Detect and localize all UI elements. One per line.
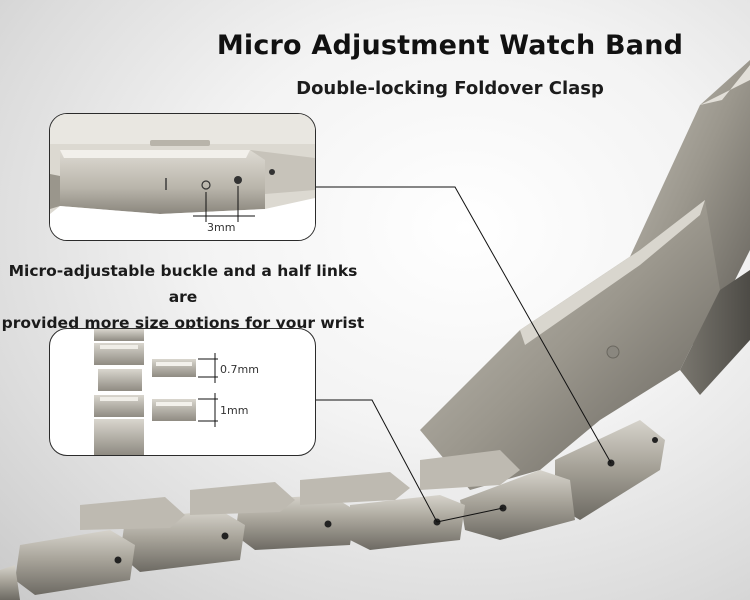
- clasp-detail-art: [50, 114, 315, 240]
- half-link-measure-top: 0.7mm: [220, 363, 259, 376]
- half-link-measure-bottom: 1mm: [220, 404, 249, 417]
- page-title: Micro Adjustment Watch Band: [216, 30, 684, 61]
- feature-caption: Micro-adjustable buckle and a half links…: [0, 258, 366, 336]
- caption-line-1: Micro-adjustable buckle and a half links…: [8, 262, 358, 306]
- clasp-detail-inset: 3mm: [49, 113, 316, 241]
- half-links-detail-inset: 0.7mm 1mm: [49, 328, 316, 456]
- page-subtitle: Double-locking Foldover Clasp: [296, 78, 604, 99]
- clasp-measure-label: 3mm: [207, 221, 236, 234]
- band-links: [0, 420, 665, 600]
- callout-lines: [314, 186, 612, 523]
- caption-line-2: provided more size options for your wris…: [1, 314, 365, 332]
- half-links-art: [94, 329, 218, 455]
